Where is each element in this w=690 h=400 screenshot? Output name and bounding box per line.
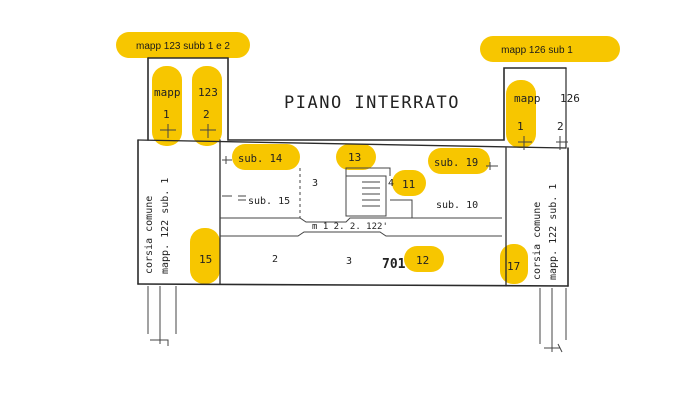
callout-right-bg (480, 36, 620, 62)
highlight-layer (116, 32, 620, 284)
hl-sub17 (500, 244, 528, 284)
label-sub10: sub. 10 (436, 200, 478, 211)
label-sub12: 12 (416, 254, 429, 267)
callout-left-bg (116, 32, 250, 58)
label-mapp-right-b: 126 (560, 92, 580, 105)
plan-labels: PIANO INTERRATO mapp 123 1 2 mapp 126 1 … (144, 86, 580, 280)
hl-sub15 (190, 228, 220, 284)
label-side-right-2: mapp. 122 sub. 1 (548, 184, 559, 280)
label-701: 701 (382, 257, 406, 272)
label-sub11: 11 (402, 178, 415, 191)
label-sub13: 13 (348, 151, 361, 164)
label-mapp-right-2: 2 (557, 120, 564, 133)
label-sub14: sub. 14 (238, 153, 282, 165)
hl-sub14 (232, 144, 300, 170)
hl-mapp126-1 (506, 80, 536, 148)
label-mapp-right-1: 1 (517, 120, 524, 133)
label-room-4: 4 (388, 178, 394, 189)
label-sub17: 17 (507, 260, 520, 273)
label-sub15: sub. 15 (248, 196, 290, 207)
label-room-3-bottom: 3 (346, 256, 352, 267)
label-sub15-yellow: 15 (199, 253, 212, 266)
label-mapp-left-2: 2 (203, 108, 210, 121)
callouts: mapp 123 subb 1 e 2 mapp 126 sub 1 (136, 41, 573, 56)
label-mapp-left-1: 1 (163, 108, 170, 121)
label-mapp-left-a: mapp (154, 86, 181, 99)
plan-linework (137, 57, 569, 353)
hl-sub11 (392, 170, 426, 196)
label-side-left-1: corsia comune (144, 196, 155, 274)
label-mapp-right-a: mapp (514, 92, 541, 105)
label-room-3-top: 3 (312, 178, 318, 189)
hl-mapp123-1 (152, 66, 182, 146)
hl-sub12 (404, 246, 444, 272)
plan-title: PIANO INTERRATO (284, 93, 460, 113)
label-side-left-2: mapp. 122 sub. 1 (160, 178, 171, 274)
callout-left: mapp 123 subb 1 e 2 (136, 41, 230, 52)
callout-right: mapp 126 sub 1 (501, 45, 573, 56)
hl-sub19 (428, 148, 490, 174)
hl-sub13 (336, 144, 376, 170)
label-side-right-1: corsia comune (532, 202, 543, 280)
label-corridor: m 1 2. 2. 122' (312, 222, 388, 232)
label-mapp-left-b: 123 (198, 86, 218, 99)
label-sub19: sub. 19 (434, 157, 478, 169)
label-room-2: 2 (272, 254, 278, 265)
hl-mapp123-2 (192, 66, 222, 146)
